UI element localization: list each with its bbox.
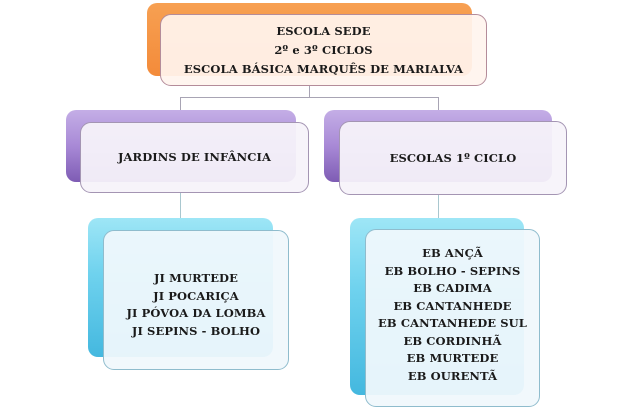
escolas-list-box: EB ANÇÃ EB BOLHO - SEPINS EB CADIMA EB C… bbox=[365, 229, 540, 407]
connector-jardins-to-list bbox=[180, 193, 181, 219]
list-item: EB CANTANHEDE SUL bbox=[378, 316, 527, 330]
list-item: JI POCARIÇA bbox=[153, 288, 239, 303]
list-item: JI SEPINS - BOLHO bbox=[131, 323, 261, 338]
connector-escolas-to-list bbox=[438, 195, 439, 219]
list-item: EB ANÇÃ bbox=[422, 246, 483, 260]
list-item: EB MURTEDE bbox=[406, 351, 499, 365]
list-item: EB OURENTÃ bbox=[407, 368, 498, 383]
root-line-1: ESCOLA SEDE bbox=[276, 23, 371, 38]
connector-horizontal bbox=[180, 97, 439, 98]
connector-root-down bbox=[309, 86, 310, 98]
list-item: EB CANTANHEDE bbox=[393, 298, 512, 313]
list-item: JI MURTEDE bbox=[154, 271, 238, 285]
escolas-title: ESCOLAS 1º CICLO bbox=[389, 150, 517, 165]
root-node-box: ESCOLA SEDE 2º e 3º CICLOS ESCOLA BÁSICA… bbox=[160, 14, 487, 86]
jardins-title: JARDINS DE INFÂNCIA bbox=[117, 150, 271, 164]
list-item: JI PÓVOA DA LOMBA bbox=[126, 306, 266, 320]
connector-right-down bbox=[438, 97, 439, 110]
escolas-node-box: ESCOLAS 1º CICLO bbox=[339, 121, 567, 195]
root-line-2: 2º e 3º CICLOS bbox=[274, 42, 373, 57]
list-item: EB CADIMA bbox=[413, 281, 492, 295]
list-item: EB BOLHO - SEPINS bbox=[384, 263, 521, 278]
jardins-list-box: JI MURTEDE JI POCARIÇA JI PÓVOA DA LOMBA… bbox=[103, 230, 289, 370]
connector-left-down bbox=[180, 97, 181, 110]
list-item: EB CORDINHÃ bbox=[403, 333, 502, 348]
root-line-3: ESCOLA BÁSICA MARQUÊS DE MARIALVA bbox=[183, 61, 464, 76]
jardins-node-box: JARDINS DE INFÂNCIA bbox=[80, 122, 309, 193]
